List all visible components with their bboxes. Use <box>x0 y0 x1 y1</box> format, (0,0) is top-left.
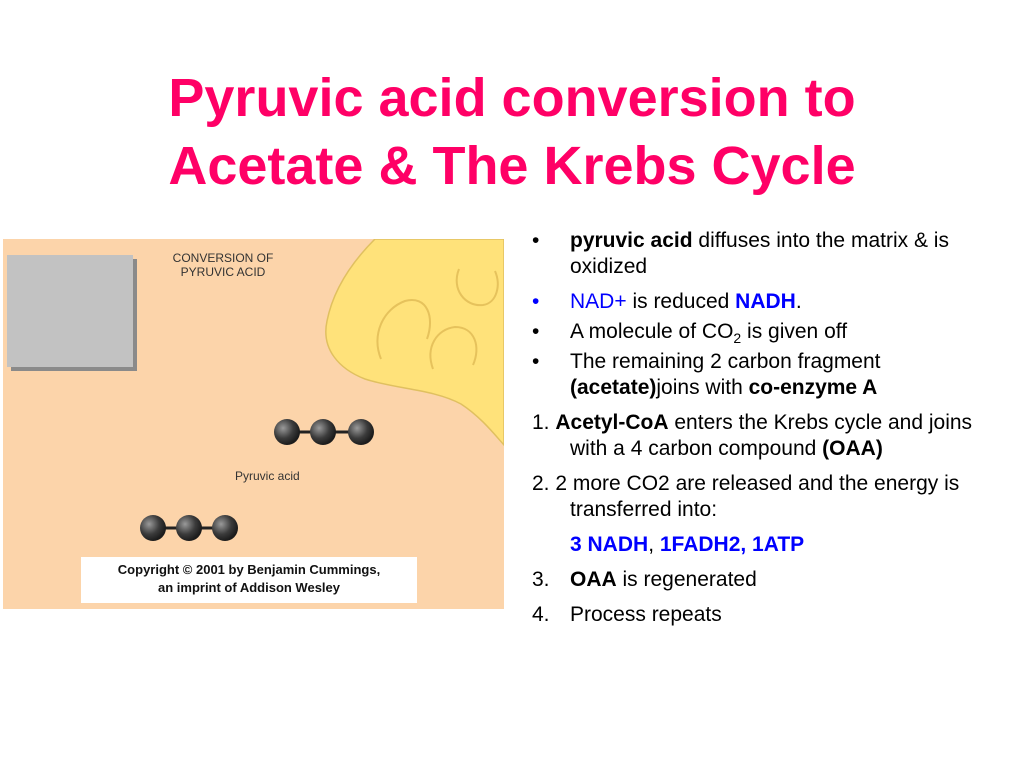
figure-heading-line-2: PYRUVIC ACID <box>180 265 266 279</box>
bullet-4-coenzyme: co-enzyme A <box>748 376 878 399</box>
bullet-4-text-b: joins with <box>656 376 749 399</box>
bullet-2-text: is reduced <box>626 290 736 313</box>
bullet-co2-given-off: • A molecule of CO2 is given off <box>532 319 1012 345</box>
notes-list: • pyruvic acid diffuses into the matrix … <box>532 228 1012 637</box>
step-2-text: 2 more CO2 are released and the energy i… <box>555 472 960 521</box>
bullet-3-text-a: A molecule of CO <box>570 320 734 343</box>
bullet-marker: • <box>532 290 540 313</box>
pyruvic-acid-molecule-upper <box>274 419 374 445</box>
bullet-4-acetate: (acetate) <box>570 376 657 399</box>
bullet-2-nad: NAD+ <box>570 290 627 313</box>
bullet-1-text: diffuses into the matrix & is oxidized <box>570 229 949 278</box>
step-3-oaa-regenerated: 3. OAA is regenerated <box>532 567 1012 593</box>
bullet-marker: • <box>532 320 540 343</box>
figure-illustration <box>140 239 504 541</box>
mitochondrion-crista-3 <box>455 268 499 307</box>
pyruvic-acid-label: Pyruvic acid <box>235 469 300 483</box>
step-1-oaa: (OAA) <box>822 437 883 460</box>
pyruvic-conversion-figure: CONVERSION OF PYRUVIC ACID Pyruvic acid … <box>3 239 504 609</box>
copyright-notice: Copyright © 2001 by Benjamin Cummings, a… <box>81 557 417 603</box>
bullet-4-text-a: The remaining 2 carbon fragment <box>570 350 881 373</box>
bullet-3-text-b: is given off <box>741 320 848 343</box>
slide-title-line-2: Acetate & The Krebs Cycle <box>168 136 856 196</box>
step-2-products: 3 NADH, 1FADH2, 1ATP <box>532 532 1012 558</box>
step-4-marker: 4. <box>532 603 550 626</box>
step-1-marker: 1. <box>532 411 556 434</box>
step-4-text: Process repeats <box>570 603 722 626</box>
pyruvic-acid-molecule-lower <box>140 515 238 541</box>
step-1-text: enters the Krebs cycle and joins with a … <box>570 411 973 460</box>
step-2-co2-released: 2. 2 more CO2 are released and the energ… <box>532 471 1012 523</box>
mitochondrion-crista-1 <box>376 299 431 360</box>
figure-heading-line-1: CONVERSION OF <box>172 251 274 265</box>
bullet-2-nadh: NADH <box>735 290 796 313</box>
copyright-line-1: Copyright © 2001 by Benjamin Cummings, <box>117 562 381 577</box>
bullet-3-subscript: 2 <box>733 330 742 347</box>
step-2-marker: 2. <box>532 472 556 495</box>
figure-heading: CONVERSION OF PYRUVIC ACID <box>153 251 293 279</box>
mitochondrion-crista-2 <box>429 325 478 370</box>
step-4-process-repeats: 4. Process repeats <box>532 602 1012 628</box>
product-nadh: 3 NADH <box>570 533 649 556</box>
bullet-marker: • <box>532 229 540 252</box>
product-separator: , <box>648 533 660 556</box>
step-1-acetyl-coa-label: Acetyl-CoA <box>555 411 669 434</box>
bullet-acetate-fragment: • The remaining 2 carbon fragment (aceta… <box>532 349 1012 401</box>
copyright-line-2: an imprint of Addison Wesley <box>157 580 341 595</box>
product-fadh2-atp: 1FADH2, 1ATP <box>659 533 805 556</box>
mitochondrion-shape <box>325 239 504 447</box>
slide-title: Pyruvic acid conversion to Acetate & The… <box>0 64 1024 200</box>
step-3-text: is regenerated <box>616 568 757 591</box>
bullet-marker: • <box>532 350 540 373</box>
step-3-oaa: OAA <box>570 568 617 591</box>
bullet-1-bold: pyruvic acid <box>570 229 693 252</box>
slide-title-line-1: Pyruvic acid conversion to <box>168 68 856 128</box>
step-1-acetyl-coa: 1. Acetyl-CoA enters the Krebs cycle and… <box>532 410 1012 462</box>
bullet-nad-reduced: • NAD+ is reduced NADH. <box>532 289 1012 315</box>
bullet-2-period: . <box>795 290 802 313</box>
bullet-pyruvic-acid: • pyruvic acid diffuses into the matrix … <box>532 228 1012 280</box>
step-3-marker: 3. <box>532 568 550 591</box>
gray-placeholder-box <box>7 255 133 367</box>
